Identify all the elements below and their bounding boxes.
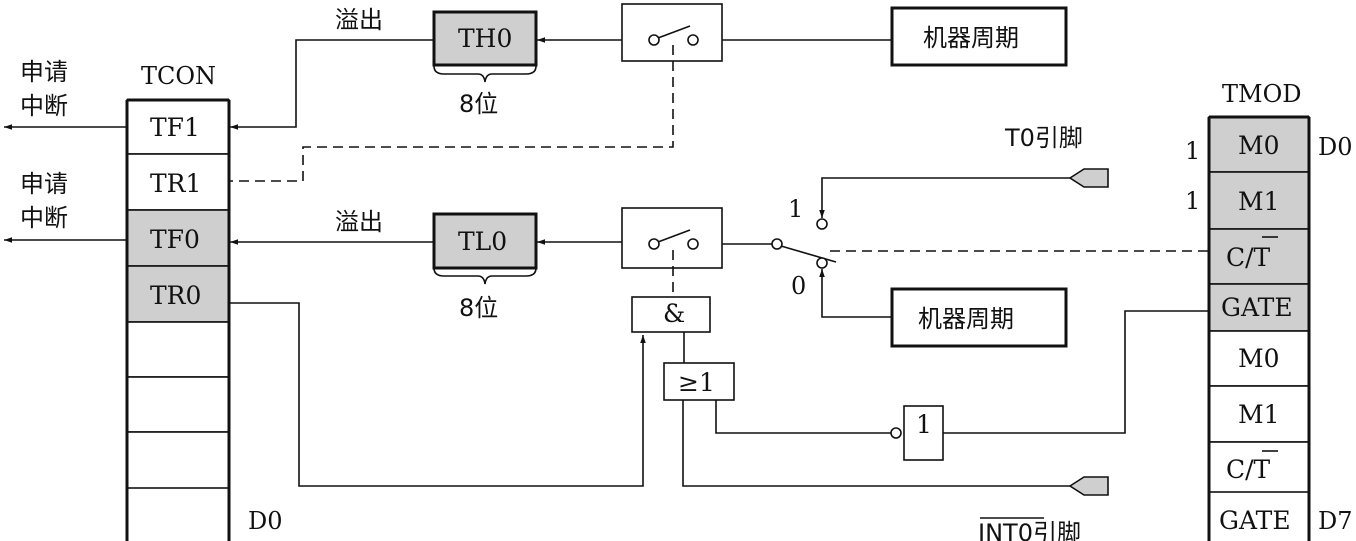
int0-pin-label: INT0引脚 [978, 519, 1081, 541]
and-gate-label: & [663, 299, 685, 328]
tcon-register: TCON TF1 TR1 TF0 TR0 D0 [125, 62, 283, 541]
t0-pin-connector [1068, 168, 1109, 188]
tcon-d0-label: D0 [248, 507, 283, 535]
interrupt-request-1-line2: 中断 [20, 92, 68, 120]
interrupt-request-0-line1: 申请 [20, 170, 68, 198]
tcon-cell-tr0: TR0 [150, 281, 201, 310]
tl0-switch-box [621, 207, 723, 269]
tmod-title: TMOD [1222, 80, 1302, 108]
th0-register [432, 10, 538, 67]
tmod-cell-gate-low: GATE [1219, 506, 1291, 535]
tmod-cell-m1-low: M1 [1238, 400, 1280, 429]
tl0-width-label: 8位 [459, 294, 498, 322]
th0-label: TH0 [458, 24, 512, 53]
or-gate [663, 362, 735, 401]
switch-position-0: 0 [791, 272, 806, 300]
tmod-bit-value-m0: 1 [1185, 137, 1200, 165]
machine-cycle-label-0: 机器周期 [918, 305, 1014, 333]
tcon-title: TCON [141, 62, 216, 90]
th0-path: 溢出 TH0 8位 机器周期 [230, 3, 1068, 182]
tcon-cell-tr1: TR1 [150, 169, 201, 198]
not-gate-label: 1 [916, 410, 932, 439]
th0-overflow-label: 溢出 [335, 6, 383, 34]
tmod-cell-m1-high: M1 [1238, 187, 1280, 216]
or-gate-label: ≥1 [678, 368, 715, 397]
tmod-cell-gate-high: GATE [1221, 293, 1293, 322]
tl0-label: TL0 [458, 227, 507, 256]
tmod-cell-m0-low: M0 [1238, 344, 1280, 373]
int0-pin-connector [1068, 476, 1109, 496]
not-gate [903, 405, 944, 461]
switch-position-1: 1 [788, 195, 803, 223]
tmod-cell-ct-low: C/T [1226, 455, 1271, 484]
machine-cycle-box-1 [890, 6, 1068, 67]
tmod-d7-label: D7 [1318, 507, 1353, 535]
th0-width-label: 8位 [459, 90, 498, 118]
tl0-brace [433, 267, 537, 285]
gate-logic: & ≥1 1 INT0引脚 [229, 296, 1209, 541]
tl0-overflow-label: 溢出 [335, 208, 383, 236]
tl0-register [432, 212, 538, 270]
tmod-register: TMOD M0 M1 C/T GATE M0 M1 C/T GATE 1 1 D… [1185, 80, 1353, 541]
tmod-bit-value-m1: 1 [1185, 187, 1200, 215]
tl0-path: 溢出 TL0 8位 1 0 T0引脚 机器周期 [230, 124, 1209, 348]
interrupt-request-1-line1: 申请 [20, 58, 68, 86]
t0-pin-label: T0引脚 [1004, 124, 1083, 152]
and-gate [631, 296, 711, 333]
machine-cycle-box-0 [890, 287, 1068, 348]
machine-cycle-label-1: 机器周期 [923, 24, 1019, 52]
interrupt-request-0-line2: 中断 [20, 204, 68, 232]
tmod-cell-m0-high: M0 [1238, 131, 1280, 160]
tcon-cell-tf1: TF1 [150, 113, 200, 142]
tcon-cell-tf0: TF0 [150, 225, 200, 254]
tmod-d0-label: D0 [1318, 133, 1353, 161]
tmod-cell-ct-high: C/T [1226, 243, 1271, 272]
th0-brace [433, 65, 537, 83]
